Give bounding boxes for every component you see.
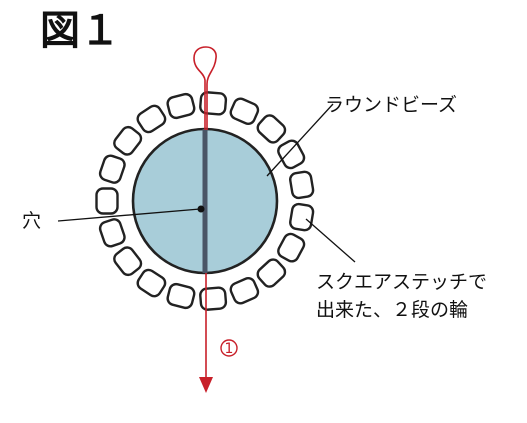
round-beads-leader-line: [266, 103, 334, 177]
square-stitch-bead: [256, 114, 287, 144]
square-stitch-bead: [95, 187, 119, 215]
square-stitch-bead: [277, 139, 306, 170]
step-marker-1: 1: [220, 339, 238, 357]
round-beads-label: ラウンドビーズ: [325, 94, 457, 116]
square-stitch-bead: [98, 218, 126, 248]
square-stitch-bead: [289, 202, 315, 232]
square-stitch-bead: [199, 91, 228, 116]
square-stitch-bead: [136, 104, 167, 134]
figure-title: 図１: [40, 9, 120, 53]
square-stitch-bead: [113, 246, 143, 277]
square-stitch-bead: [229, 97, 260, 126]
square-stitch-bead: [277, 232, 306, 263]
hole-leader-line: [57, 208, 201, 222]
square-stitch-bead: [229, 276, 260, 305]
square-stitch-bead: [166, 282, 196, 310]
thread-path: [193, 46, 217, 393]
hole-label: 穴: [22, 210, 41, 232]
square-stitch-bead: [166, 92, 196, 120]
square-stitch-bead: [199, 286, 228, 311]
square-stitch-bead: [289, 170, 315, 200]
hole-point-marker: [197, 205, 205, 213]
thread-arrowhead: [199, 377, 213, 393]
ring-label-line-1: スクエアステッチで: [316, 271, 487, 293]
square-stitch-bead: [136, 268, 167, 298]
ring-leader-line: [305, 218, 356, 263]
square-stitch-bead: [98, 154, 126, 184]
square-stitch-bead: [113, 125, 143, 156]
step-marker-number: 1: [225, 341, 234, 357]
square-stitch-bead-ring: [95, 91, 315, 311]
ring-label-line-2: 出来た、２段の輪: [316, 299, 468, 321]
square-stitch-bead: [256, 258, 287, 288]
